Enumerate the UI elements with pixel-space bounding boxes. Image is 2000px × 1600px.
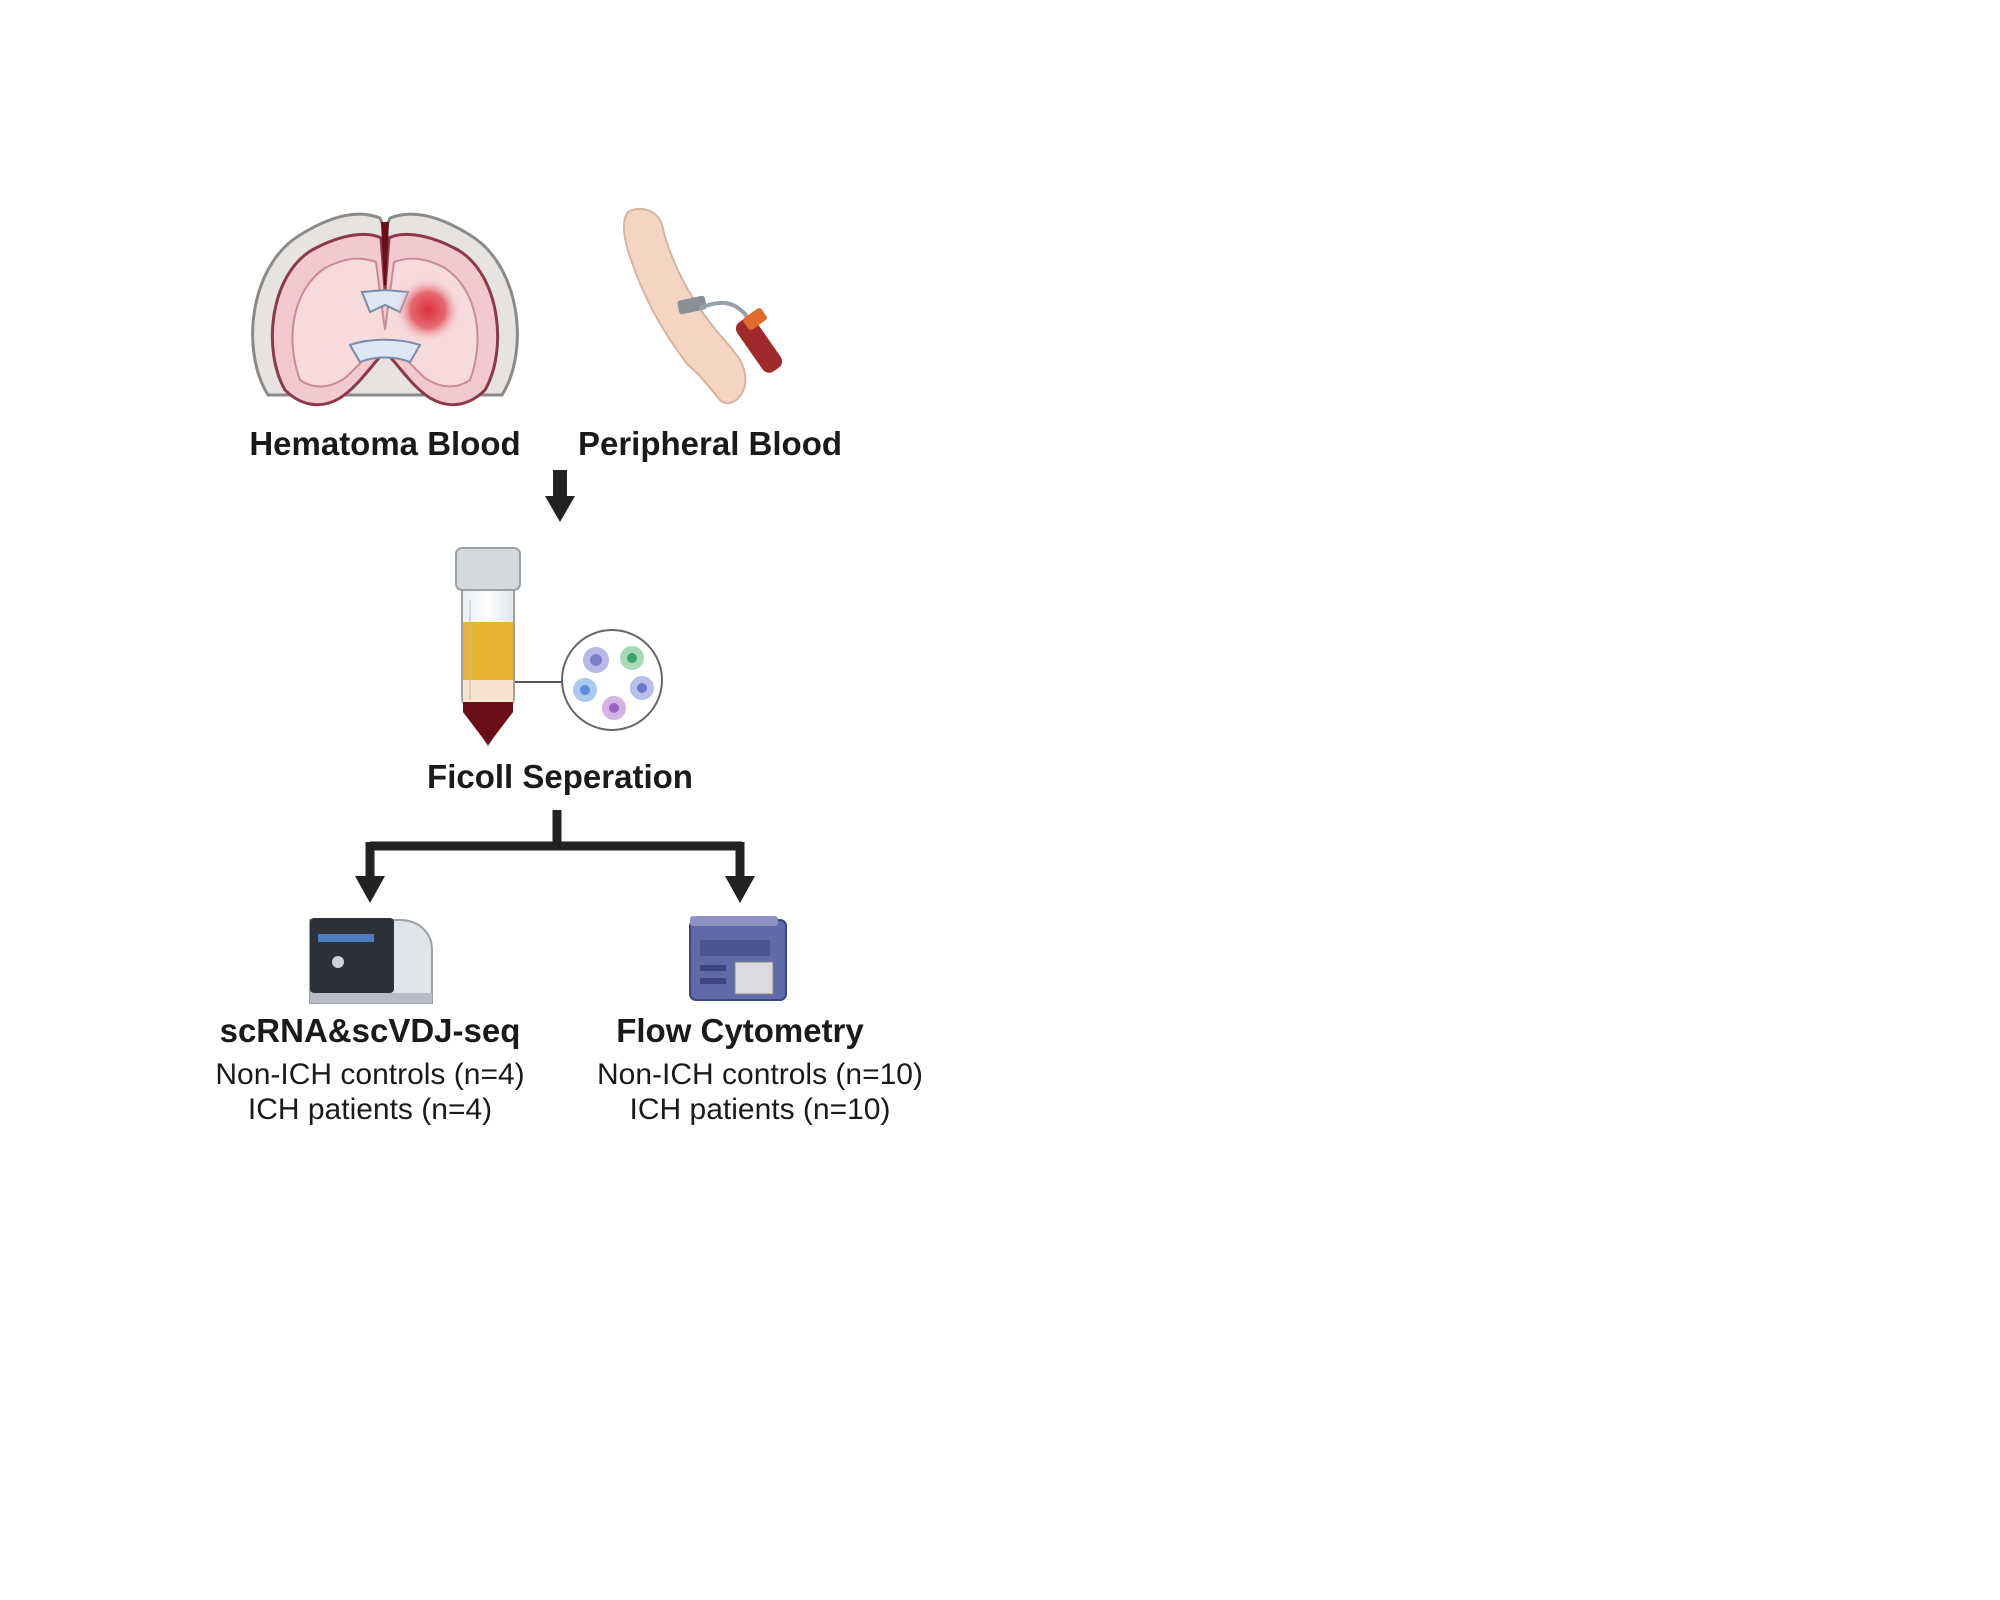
- scrna-title: scRNA&scVDJ-seq: [219, 1012, 521, 1049]
- arm-blood-draw-icon: [622, 207, 783, 405]
- sequencer-icon: [309, 918, 433, 1004]
- ficoll-separation-label: Ficoll Seperation: [427, 758, 693, 795]
- flow-cytometer-icon: [689, 916, 787, 1001]
- scrna-patients-line: ICH patients (n=4): [247, 1093, 493, 1126]
- flow-controls-line: Non-ICH controls (n=10): [597, 1058, 923, 1091]
- arrow-right-branch: [725, 876, 755, 903]
- brain-hematoma-icon: [251, 212, 519, 407]
- flow-cytometry-title: Flow Cytometry: [616, 1012, 864, 1049]
- arrow-left-branch: [355, 876, 385, 903]
- hematoma-blood-label: Hematoma Blood: [249, 425, 521, 462]
- flow-patients-line: ICH patients (n=10): [629, 1093, 891, 1126]
- peripheral-blood-label: Peripheral Blood: [577, 425, 843, 462]
- arrow-down: [545, 470, 575, 522]
- cell-magnifier-icon: [561, 629, 663, 731]
- scrna-controls-line: Non-ICH controls (n=4): [215, 1058, 525, 1091]
- ficoll-tube-icon: [455, 547, 565, 747]
- branch-connector: [355, 810, 755, 903]
